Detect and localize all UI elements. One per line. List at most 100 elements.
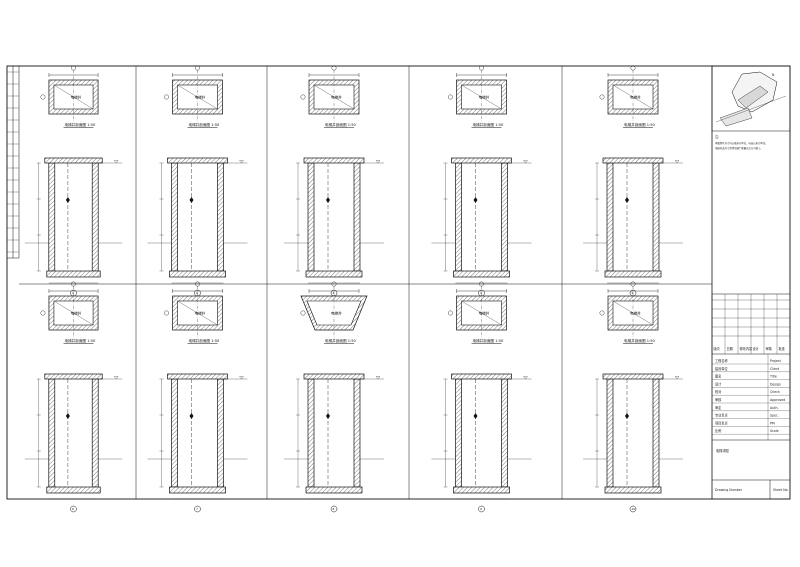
shaft-label: 电梯井: [479, 311, 490, 316]
field-value: Client: [770, 367, 780, 371]
plan-title: 电梯井剖面图 1:50: [189, 338, 220, 343]
section-view: 5: [583, 157, 683, 297]
section-id: 8: [333, 507, 335, 511]
revision-header-cell: 版次: [714, 346, 721, 351]
field-value: Design: [770, 382, 781, 386]
field-value: Spec.: [770, 414, 779, 418]
field-label: 校对: [715, 389, 722, 394]
section-id: 5: [632, 291, 634, 295]
shaft-label: 电梯井: [195, 311, 206, 316]
key-plan-box: [711, 65, 791, 132]
shaft-label: 电梯井: [630, 311, 641, 316]
shaft-label: 电梯井: [331, 311, 342, 316]
field-value: Title: [769, 375, 777, 379]
section-id: 9: [480, 507, 482, 511]
plan-title: 电梯井剖面图 1:50: [325, 338, 356, 343]
plan-title: 电梯井剖面图 1:50: [65, 122, 96, 127]
section-id: 7: [196, 507, 198, 511]
field-label: 比例: [715, 428, 721, 433]
section-id: 2: [196, 291, 198, 295]
section-view: 4: [431, 157, 532, 297]
revision-header-cell: 修改内容: [740, 346, 754, 351]
field-value: Check: [770, 390, 780, 394]
notes-block: 注： 本图所有尺寸均以毫米为单位，标高以米为单位。 电梯井道尺寸需经电梯厂家确认…: [715, 134, 768, 150]
plan-title: 电梯井剖面图 1:50: [65, 338, 96, 343]
field-label: 设计: [715, 381, 722, 386]
sheet-number-label: Sheet No.: [773, 488, 789, 492]
field-value: Scale: [770, 429, 779, 433]
field-label: 专业负责: [715, 413, 728, 418]
note-line-1: 注：: [715, 134, 721, 139]
field-value: PM: [770, 421, 775, 425]
left-binding-strip: [7, 66, 20, 259]
revision-header-cell: 审核: [766, 346, 773, 351]
section-view: 8: [284, 373, 384, 513]
title-block: N 注： 本图所有尺寸均以毫米为单位，标高以米为单位。 电梯井道尺寸需经电梯厂家…: [711, 65, 791, 499]
field-label: 项目负责: [715, 420, 728, 425]
section-view: 2: [147, 157, 248, 297]
drawing-number-label: Drawing Number: [715, 488, 743, 492]
svg-text:N: N: [772, 73, 775, 77]
key-plan: N: [715, 71, 787, 127]
revision-header-cell: 日期: [727, 346, 733, 351]
section-view: 6: [24, 373, 123, 513]
panel-grid: [19, 66, 713, 499]
field-label: 审定: [715, 405, 722, 410]
section-id: 1: [72, 291, 74, 295]
note-line-3: 电梯井道尺寸需经电梯厂家确认后方可施工。: [715, 146, 763, 150]
section-id: 10: [632, 507, 636, 511]
shaft-label: 电梯井: [479, 95, 490, 100]
field-value: Auth.: [770, 406, 778, 410]
section-view: 7: [147, 373, 248, 513]
note-line-2: 本图所有尺寸均以毫米为单位，标高以米为单位。: [715, 141, 768, 145]
field-value: Project: [770, 359, 782, 363]
plan-title: 电梯井剖面图 1:50: [624, 338, 655, 343]
revision-table: 版次 日期 修改内容设计 审核 批准: [711, 294, 790, 354]
drawing-name: 电梯详图: [716, 448, 729, 453]
section-view: 10: [583, 373, 683, 513]
shaft-label: 电梯井: [331, 95, 342, 100]
field-label: 审核: [715, 397, 722, 402]
shaft-label: 电梯井: [630, 95, 641, 100]
field-label: 图名: [715, 374, 721, 379]
revision-header-cell: 批准: [779, 346, 786, 351]
revision-header-cell: 设计: [753, 346, 760, 351]
plan-title: 电梯井剖面图 1:50: [325, 122, 356, 127]
section-id: 4: [480, 291, 482, 295]
plan-title: 电梯井剖面图 1:50: [473, 122, 504, 127]
plan-title: 电梯井剖面图 1:50: [624, 122, 655, 127]
field-value: Approved: [770, 398, 785, 402]
plan-title: 电梯井剖面图 1:50: [189, 122, 220, 127]
section-id: 3: [333, 291, 335, 295]
field-label: 建设单位: [715, 366, 729, 371]
shaft-label: 电梯井: [71, 95, 82, 100]
plan-title: 电梯井剖面图 1:50: [473, 338, 504, 343]
field-label: 工程名称: [715, 358, 729, 363]
section-view: 9: [431, 373, 532, 513]
sheet-border: [6, 65, 791, 500]
shaft-label: 电梯井: [71, 311, 82, 316]
section-view: 1: [24, 157, 123, 297]
project-fields-table: 工程名称 Project 建设单位 Client 图名 Title 设计 Design 校对 Ch…: [712, 354, 790, 440]
